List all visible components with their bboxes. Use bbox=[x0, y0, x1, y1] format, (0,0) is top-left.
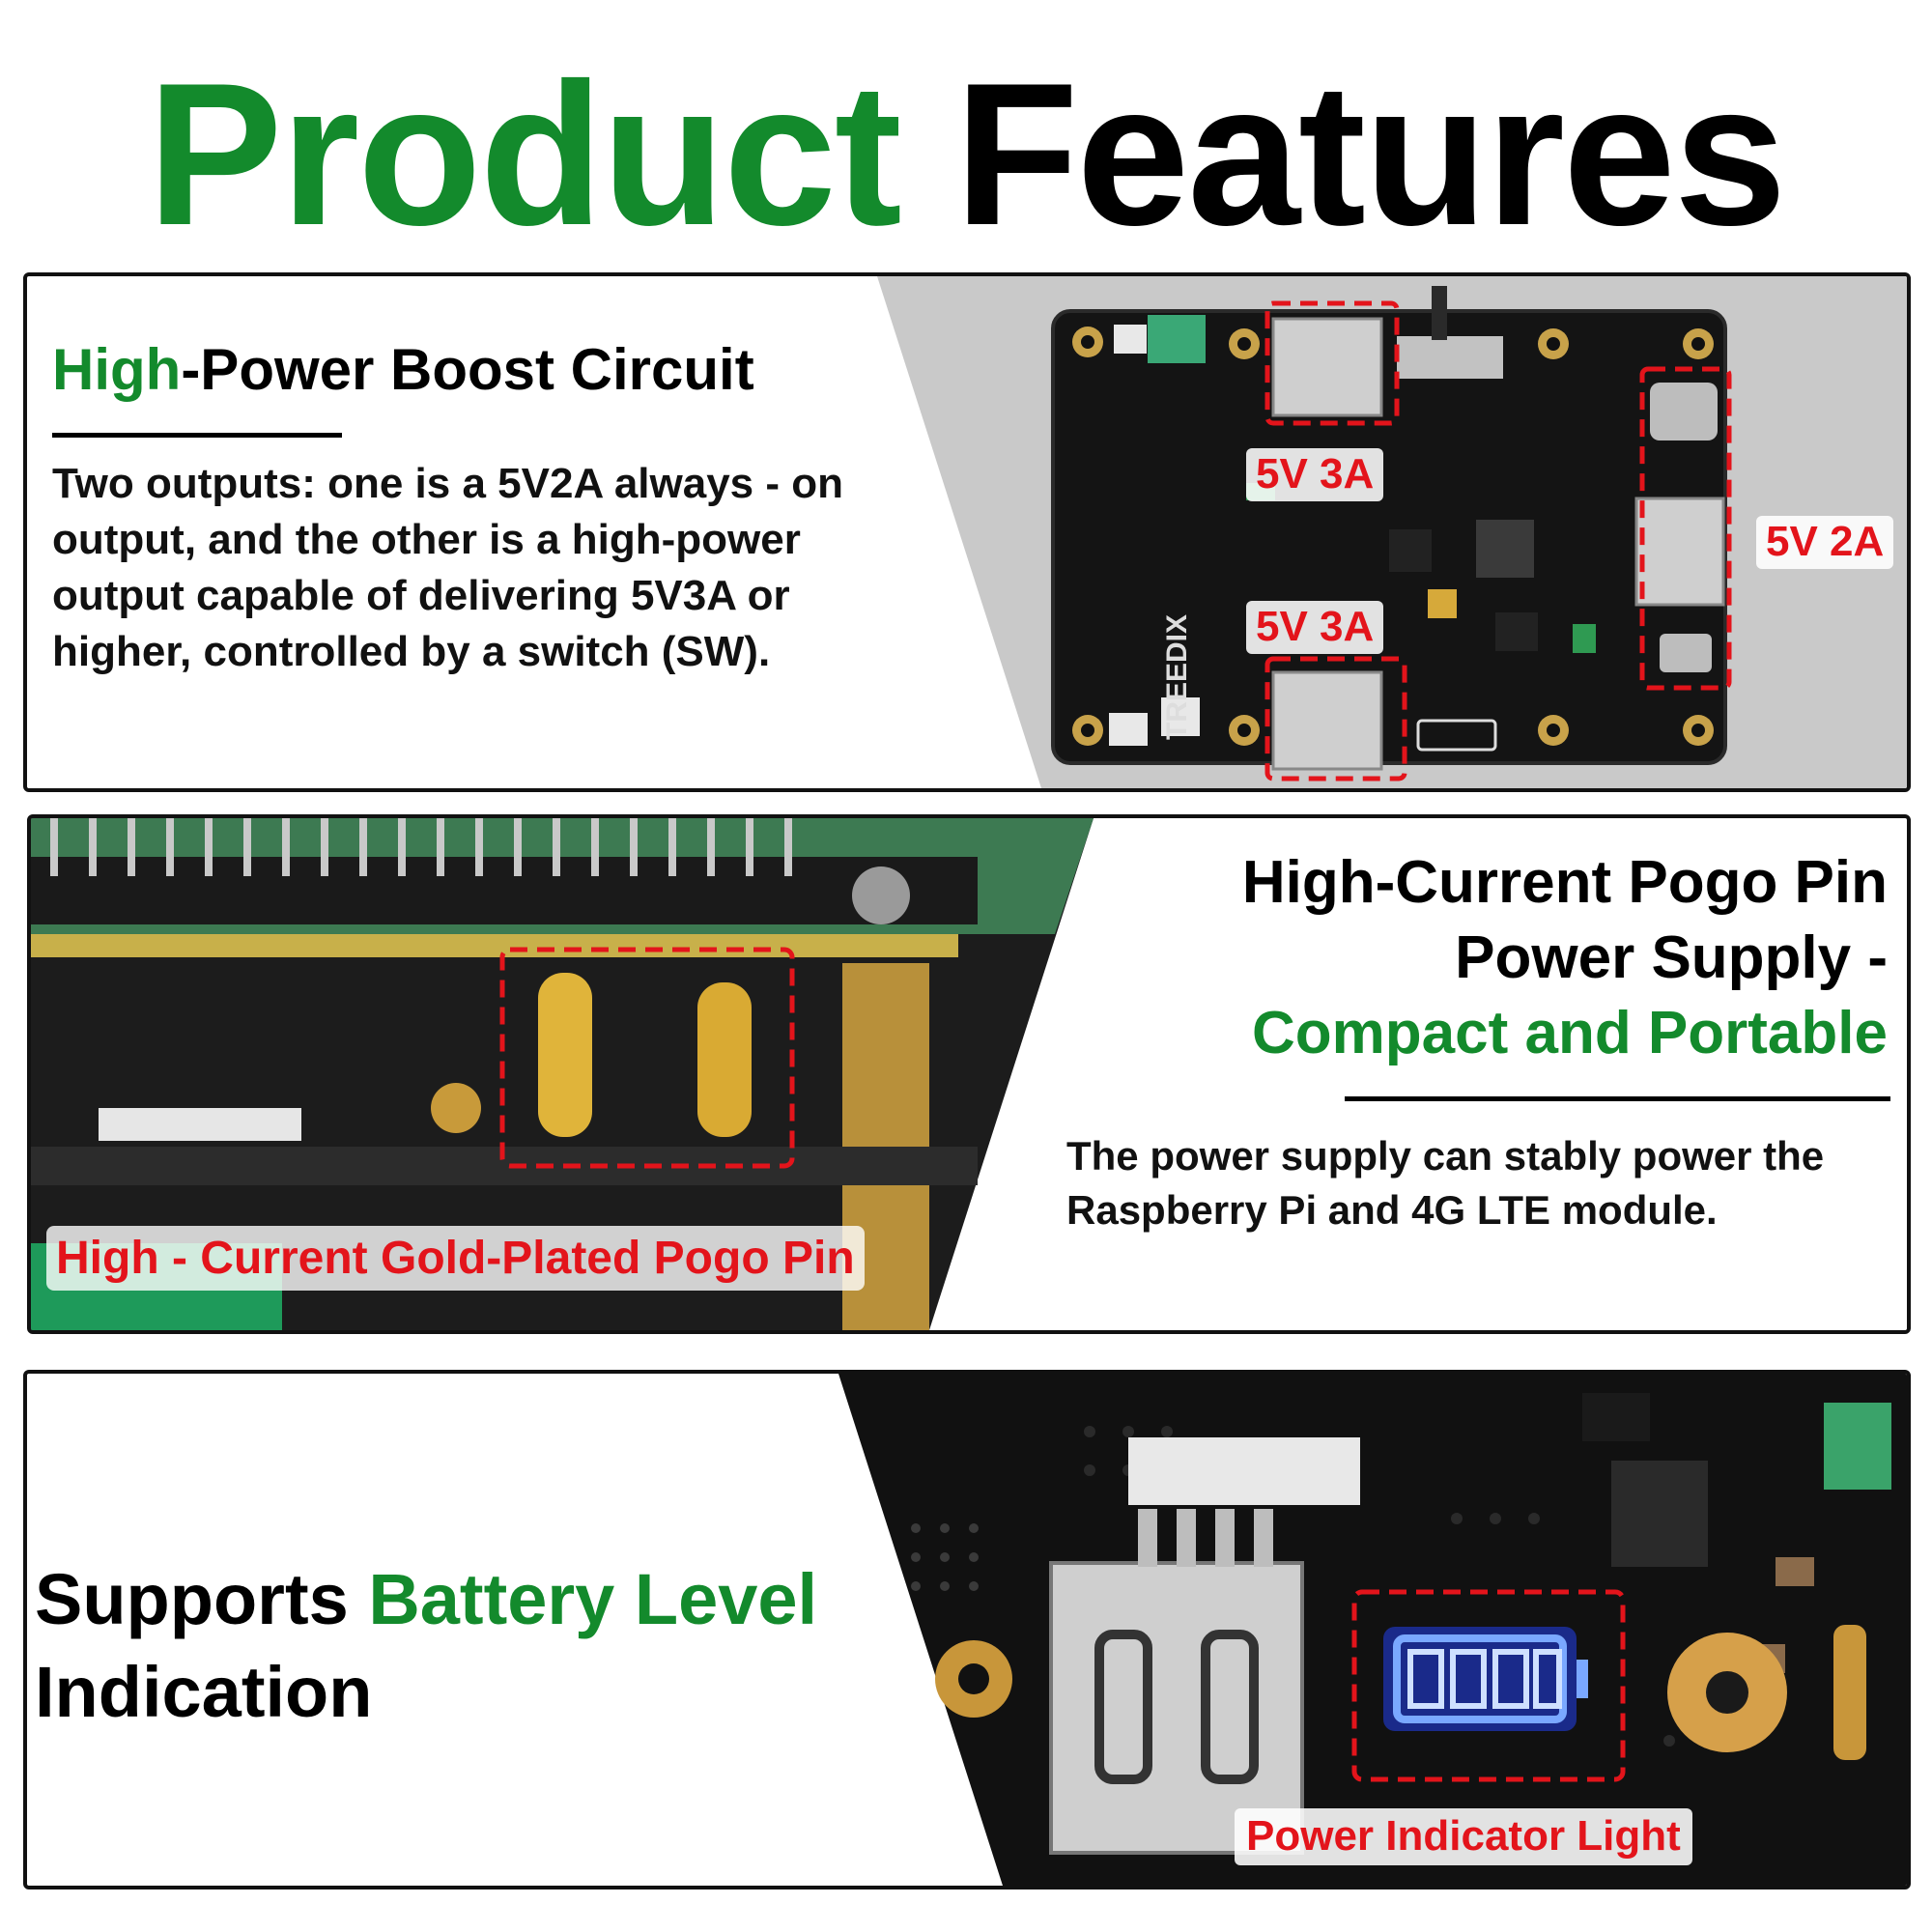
feature-panel-boost: TREEDIX High-Power Boost Circuit Two out… bbox=[23, 272, 1911, 792]
battery-indicator-photo bbox=[27, 1374, 1907, 1886]
boost-heading: High-Power Boost Circuit bbox=[52, 336, 754, 405]
pogo-description: The power supply can stably power the Ra… bbox=[1066, 1133, 1825, 1233]
battery-heading: Supports Battery Level Indication bbox=[35, 1553, 923, 1739]
power-indicator-label: Power Indicator Light bbox=[1235, 1808, 1692, 1865]
title-green: Product bbox=[147, 41, 901, 268]
pogo-pin-label: High - Current Gold-Plated Pogo Pin bbox=[46, 1226, 865, 1292]
boost-label-bottom-5v3a: 5V 3A bbox=[1246, 601, 1384, 654]
feature-panel-battery: Supports Battery Level Indication Power … bbox=[23, 1370, 1911, 1889]
feature-panel-pogo: High-Current Pogo Pin Power Supply - Com… bbox=[27, 814, 1911, 1334]
boost-label-right-5v2a: 5V 2A bbox=[1756, 516, 1894, 569]
battery-heading-black2: Indication bbox=[35, 1652, 373, 1732]
pogo-heading-line3: Compact and Portable bbox=[1252, 1000, 1888, 1066]
battery-heading-black1: Supports bbox=[35, 1559, 349, 1639]
pogo-heading-line1: High-Current Pogo Pin bbox=[1241, 849, 1888, 916]
pogo-heading-underline bbox=[1345, 1096, 1890, 1101]
boost-label-top-5v3a: 5V 3A bbox=[1246, 448, 1384, 501]
svg-text:TREEDIX: TREEDIX bbox=[1161, 614, 1193, 740]
pogo-heading-line2: Power Supply - bbox=[1455, 924, 1888, 991]
boost-board-photo: TREEDIX bbox=[27, 276, 1907, 788]
boost-heading-underline bbox=[52, 433, 342, 438]
battery-heading-green: Battery Level bbox=[368, 1559, 818, 1639]
page-title: Product Features bbox=[0, 53, 1932, 256]
pogo-pin-photo bbox=[31, 818, 1907, 1330]
boost-heading-rest: -Power Boost Circuit bbox=[181, 337, 754, 402]
title-black: Features bbox=[954, 41, 1786, 268]
boost-heading-green: High bbox=[52, 337, 182, 402]
pogo-heading: High-Current Pogo Pin Power Supply - Com… bbox=[1242, 845, 1888, 1071]
boost-description: Two outputs: one is a 5V2A always - on o… bbox=[52, 460, 844, 675]
